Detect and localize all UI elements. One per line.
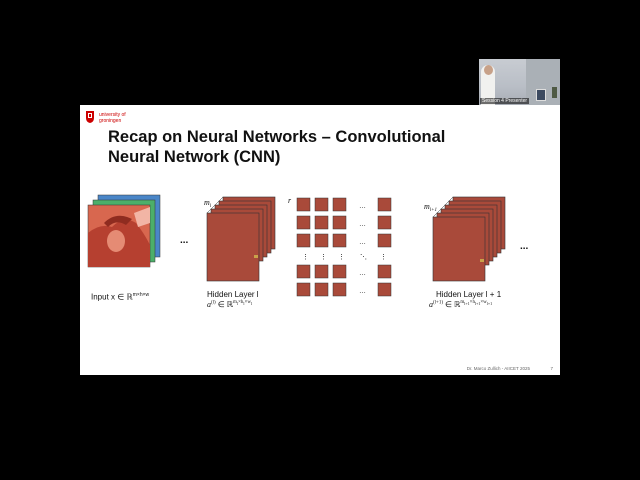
grid-vertical-ellipsis: ⋮ [338, 254, 345, 261]
slide-title: Recap on Neural Networks – Convolutional… [108, 127, 548, 167]
feature-map [206, 212, 260, 282]
slide-footer: Dr. Marco Zullich - AIICET 2025 [466, 366, 530, 371]
page-number: 7 [550, 366, 553, 371]
kernel-cell [377, 197, 392, 212]
hidden-layer-l-caption: Hidden Layer l [207, 290, 259, 299]
kernel-cell [296, 264, 311, 279]
hidden-layer-l-formula: a(l) ∈ ℝml×hl×wl [207, 300, 253, 309]
feature-map [432, 216, 486, 282]
kernel-cell [296, 215, 311, 230]
r-label: r [288, 196, 292, 205]
input-caption: Input x ∈ ℝm×h×w [91, 292, 150, 302]
kernel-cell [377, 233, 392, 248]
logo-text-line1: university of [99, 112, 126, 118]
ellipsis: ... [520, 241, 529, 252]
input-channel-red [87, 204, 151, 268]
kernel-cell [377, 264, 392, 279]
webcam-picture-frame [536, 89, 546, 101]
ellipsis: ... [180, 235, 189, 246]
grid-vertical-ellipsis: ⋮ [320, 254, 327, 261]
kernel-cell [332, 197, 347, 212]
hidden-layer-l1-caption: Hidden Layer l + 1 [436, 290, 502, 299]
presenter-label: Session 4 Presenter [480, 98, 530, 104]
slide-title-line1: Recap on Neural Networks – Convolutional [108, 128, 446, 146]
hidden-layer-l1-formula: a(l+1) ∈ ℝml+1×hl+1×wl+1 [429, 300, 493, 309]
kernel-cell [332, 282, 347, 297]
hidden-layer-l-stack [206, 196, 276, 282]
crest-icon [86, 111, 94, 123]
kernel-cell [377, 215, 392, 230]
grid-ellipsis: … [359, 221, 366, 228]
kernel-cell [332, 264, 347, 279]
grid-vertical-ellipsis: ⋮ [380, 254, 387, 261]
hidden-layer-l1-stack [432, 196, 506, 282]
logo-text-line2: groningen [99, 118, 122, 124]
kernel-cell [314, 197, 329, 212]
kernel-cell [296, 233, 311, 248]
kernel-cell [332, 215, 347, 230]
grid-ellipsis: … [359, 203, 366, 210]
kernel-cell [296, 197, 311, 212]
kernel-cell [314, 215, 329, 230]
grid-ellipsis: … [359, 239, 366, 246]
presenter-head [484, 65, 493, 75]
webcam-picture-frame [552, 87, 557, 98]
kernel-cell [332, 233, 347, 248]
cnn-diagram: ... ml r … … … … … ⋮ ⋮ ⋮ ⋮ ⋱ ml+1 ... [87, 194, 529, 297]
grid-ellipsis: … [359, 270, 366, 277]
kernel-cell [314, 282, 329, 297]
grid-vertical-ellipsis: ⋮ [302, 254, 309, 261]
presenter-figure [481, 65, 495, 105]
kernel-cell [314, 264, 329, 279]
presenter-webcam: Session 4 Presenter [479, 59, 560, 105]
grid-diagonal-ellipsis: ⋱ [360, 254, 367, 261]
kernel-cell [377, 282, 392, 297]
university-logo: university of groningen [85, 110, 145, 126]
presentation-slide: university of groningen Recap on Neural … [80, 105, 560, 375]
ml1-label: ml+1 [424, 202, 437, 213]
kernel-cell [314, 233, 329, 248]
kernel-cell [296, 282, 311, 297]
ml-label: ml [204, 198, 212, 209]
slide-title-line2: Neural Network (CNN) [108, 148, 281, 166]
grid-ellipsis: … [359, 288, 366, 295]
input-image-stack [87, 194, 161, 268]
kernel-grid: … … … … … ⋮ ⋮ ⋮ ⋮ ⋱ [296, 197, 392, 297]
